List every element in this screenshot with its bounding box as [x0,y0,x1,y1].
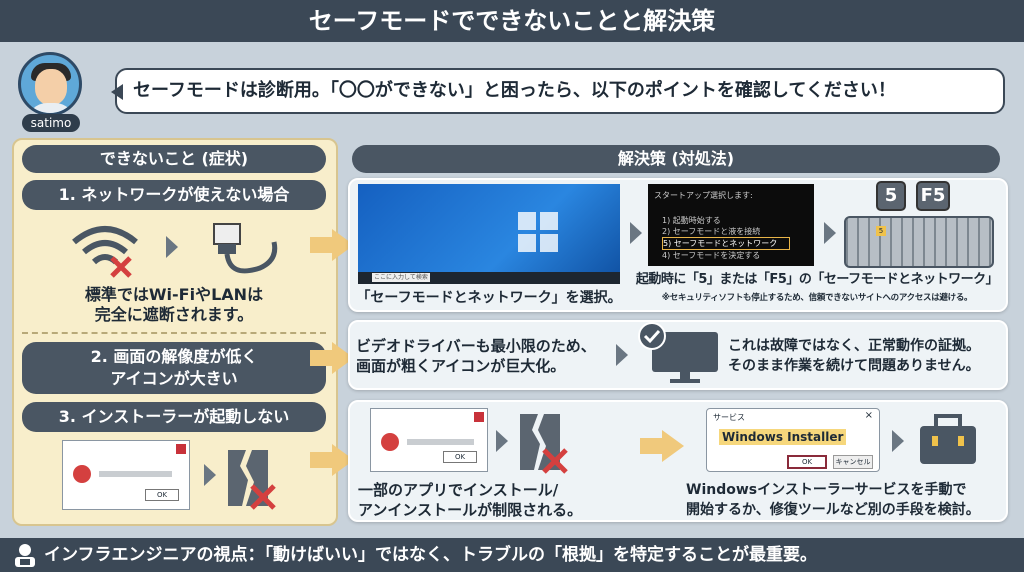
page-title: セーフモードでできないことと解決策 [0,0,1024,42]
symptom-2-line2: アイコンが大きい [110,369,238,388]
broken-installer-icon [520,414,568,474]
solution-3-text2: Windowsインストーラーサービスを手動で開始するか、修復ツールなど別の手段を… [686,480,1004,520]
service-cancel-button[interactable]: キャンセル [833,455,873,469]
solution-2-line2: 画面が粗くアイコンが巨大化。 [356,357,566,375]
startup-option: 2) セーフモードと液を接続 [662,227,761,236]
chevron-right-icon [204,464,216,486]
solution-1-caption2: 起動時に「5」または「F5」の「セーフモードとネットワーク」 [635,272,999,287]
windows-logo-icon [518,212,558,252]
symptom-1-label: 1. ネットワークが使えない場合 [22,180,326,210]
symptom-2-label: 2. 画面の解像度が低くアイコンが大きい [22,342,326,394]
divider [22,332,326,334]
solution-2-text: ビデオドライバーも最小限のため、画面が粗くアイコンが巨大化。 [356,336,608,376]
highlighted-key: 5 [876,226,886,236]
key-5: 5 [876,181,906,211]
chevron-right-icon [892,430,904,452]
lan-cable-icon [213,223,278,274]
arrow-body [310,350,332,366]
avatar [18,52,82,116]
startup-option-selected: 5) セーフモードとネットワーク [662,237,790,250]
chevron-right-icon [824,222,836,244]
solution-3-text: 一部のアプリでインストール/アンインストールが制限される。 [358,480,618,520]
symptom-3-label: 3. インストーラーが起動しない [22,402,326,432]
solution-2-text2: これは故障ではなく、正常動作の証拠。そのまま作業を続けて問題ありません。 [728,336,1004,376]
keyboard-icon: 5 [844,216,994,268]
solution-2-line4: そのまま作業を続けて問題ありません。 [728,358,980,374]
arrow-body [640,438,662,454]
symptom-1-desc-line1: 標準ではWi-FiやLANは [84,285,264,304]
arrow-body [310,237,332,253]
key-f5: F5 [916,181,950,211]
close-icon[interactable]: × [864,410,873,421]
security-note: ※セキュリティソフトも停止するため、信頼できないサイトへのアクセスは避ける。 [661,293,973,303]
toolbox-icon [920,414,976,464]
service-ok-button[interactable]: OK [787,455,827,469]
symptom-2-line1: 2. 画面の解像度が低く [90,347,258,366]
taskbar-search[interactable]: ここに入力して検索 [372,273,430,282]
avatar-name: satimo [22,114,80,132]
wifi-off-icon [72,226,138,278]
services-dialog: サービス × Windows Installer OK キャンセル [706,408,880,472]
ok-button: OK [145,489,179,501]
solution-1-caption: 「セーフモードとネットワーク」を選択。 [356,290,622,306]
startup-title: スタートアップ選択します: [654,191,753,200]
solution-3-line2: アンインストールが制限される。 [358,501,583,519]
chevron-right-icon [166,236,178,258]
solution-3-line3: Windowsインストーラーサービスを手動で [686,482,967,498]
chevron-right-icon [630,222,642,244]
symptom-1-desc-line2: 完全に遮断されます。 [94,305,254,324]
engineer-icon [15,544,35,567]
monitor-check-icon [638,322,718,383]
symptoms-header: できないこと (症状) [22,145,326,173]
footer-text: インフラエンジニアの視点：「動けばいい」ではなく、トラブルの「根拠」を特定するこ… [44,545,817,565]
solution-2-line3: これは故障ではなく、正常動作の証拠。 [728,338,980,354]
startup-option: 4) セーフモードを決定する [662,251,761,260]
solution-2-line1: ビデオドライバーも最小限のため、 [356,337,596,355]
speech-bubble: セーフモードは診断用。「〇〇ができない」と困ったら、以下のポイントを確認してくだ… [111,68,1005,114]
ok-button: OK [443,451,477,463]
startup-option: 1) 起動時始する [662,216,721,225]
service-name: Windows Installer [719,429,847,445]
chevron-right-icon [616,344,628,366]
solution-3-line4: 開始するか、修復ツールなど別の手段を検討。 [686,502,980,518]
solutions-header: 解決策 (対処法) [352,145,1000,173]
chevron-right-icon [496,430,508,452]
services-title: サービス [713,413,745,422]
startup-settings-screen: スタートアップ選択します: 1) 起動時始する 2) セーフモードと液を接続 5… [648,184,814,266]
broken-installer-icon [228,450,276,510]
arrow-body [310,452,332,468]
footer-banner: インフラエンジニアの視点：「動けばいい」ではなく、トラブルの「根拠」を特定するこ… [0,538,1024,572]
taskbar: ここに入力して検索 [358,272,620,284]
solution-3-line1: 一部のアプリでインストール/ [358,481,559,499]
error-dialog: OK [370,408,488,472]
error-dialog: OK [62,440,190,510]
desktop-screenshot: ここに入力して検索 [358,184,620,284]
arrow-right-icon [662,430,684,462]
